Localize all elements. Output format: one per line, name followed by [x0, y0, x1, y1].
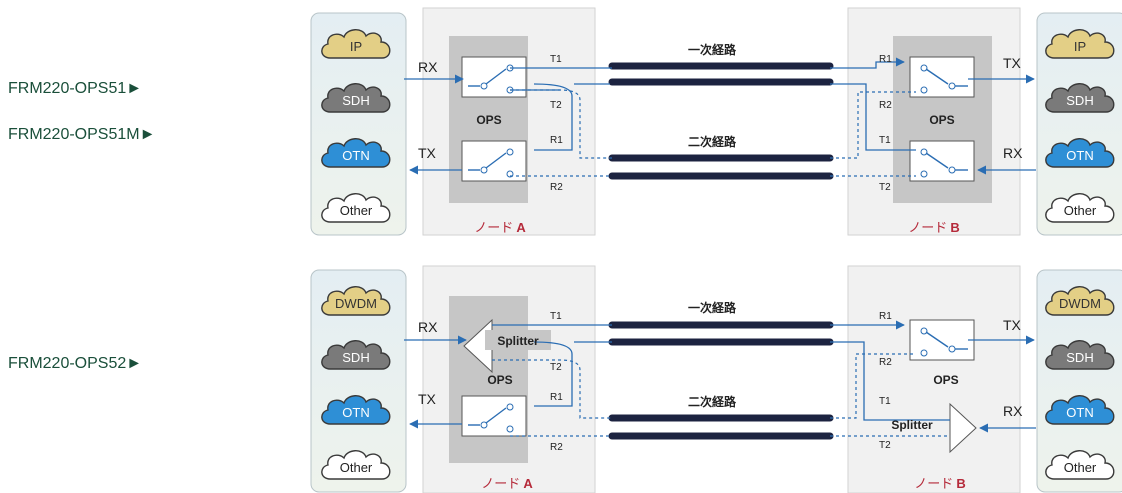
optical-switch-icon: [461, 395, 527, 437]
dashed-signal-lines: [492, 353, 950, 437]
cloud-label: Other: [1064, 203, 1097, 218]
rx-label: RX: [418, 59, 438, 75]
rx-label: RX: [1003, 145, 1023, 161]
ops-label: OPS: [929, 113, 954, 127]
optical-switch-icon: [909, 140, 975, 182]
port-label: R2: [879, 100, 892, 111]
tx-label: TX: [1003, 55, 1022, 71]
network-panel-left: [310, 269, 407, 493]
network-panel-right: [1036, 12, 1122, 236]
primary-path-label: 一次経路: [688, 42, 737, 57]
port-label: T1: [550, 54, 562, 65]
port-label: R1: [550, 135, 563, 146]
splitter-icon: [463, 318, 551, 374]
model-label-ops51: FRM220-OPS51►: [8, 80, 143, 97]
port-label: R2: [550, 442, 563, 453]
port-label: R2: [879, 357, 892, 368]
node-b-panel: [847, 265, 1021, 493]
port-label: T2: [879, 440, 891, 451]
cloud-label: DWDM: [335, 296, 377, 311]
port-label: R1: [879, 311, 892, 322]
fiber-cables: [608, 62, 834, 180]
tx-label: TX: [1003, 317, 1022, 333]
cloud-label: OTN: [342, 405, 369, 420]
port-label: R2: [550, 182, 563, 193]
optical-switch-icon: [461, 56, 527, 98]
network-panel-left: [310, 12, 407, 236]
diagram-1: IP SDH OTN Other IP SDH OTN Other RX TX …: [310, 7, 1122, 236]
port-label: R1: [879, 54, 892, 65]
port-label: T1: [879, 396, 891, 407]
signal-lines: [404, 320, 1036, 433]
splitter-icon: [949, 402, 977, 454]
port-label: R1: [550, 392, 563, 403]
ops-label: OPS: [476, 113, 501, 127]
tx-label: TX: [418, 145, 437, 161]
primary-path-label: 一次経路: [688, 300, 737, 315]
diagram-2: DWDM SDH OTN Other DWDM SDH OTN Other RX…: [310, 265, 1122, 493]
model-label-ops52: FRM220-OPS52►: [8, 355, 143, 372]
cloud-label: OTN: [1066, 148, 1093, 163]
signal-lines: [404, 57, 1036, 175]
port-label: T2: [879, 182, 891, 193]
cloud-label: Other: [340, 203, 373, 218]
fiber-cables: [608, 321, 834, 440]
cloud-label: IP: [1074, 39, 1086, 54]
tx-label: TX: [418, 391, 437, 407]
cloud-label: OTN: [1066, 405, 1093, 420]
port-label: T2: [550, 100, 562, 111]
cloud-label: SDH: [342, 350, 369, 365]
cloud-label: SDH: [342, 93, 369, 108]
cloud-label: OTN: [342, 148, 369, 163]
secondary-path-label: 二次経路: [688, 394, 737, 409]
cloud-label: SDH: [1066, 350, 1093, 365]
cloud-label: IP: [350, 39, 362, 54]
cloud-label: Other: [340, 460, 373, 475]
secondary-path-label: 二次経路: [688, 134, 737, 149]
dashed-signal-lines: [510, 89, 916, 177]
ops-label: OPS: [487, 373, 512, 387]
ops-label: OPS: [933, 373, 958, 387]
port-label: T2: [550, 362, 562, 373]
optical-switch-icon: [909, 319, 975, 361]
cloud-label: DWDM: [1059, 296, 1101, 311]
optical-switch-icon: [909, 56, 975, 98]
splitter-label: Splitter: [891, 418, 933, 432]
port-label: T1: [879, 135, 891, 146]
splitter-label: Splitter: [497, 334, 539, 348]
cloud-label: SDH: [1066, 93, 1093, 108]
rx-label: RX: [1003, 403, 1023, 419]
network-panel-right: [1036, 269, 1122, 493]
cloud-label: Other: [1064, 460, 1097, 475]
rx-label: RX: [418, 319, 438, 335]
model-label-ops51m: FRM220-OPS51M►: [8, 126, 156, 143]
optical-switch-icon: [461, 140, 527, 182]
port-label: T1: [550, 311, 562, 322]
